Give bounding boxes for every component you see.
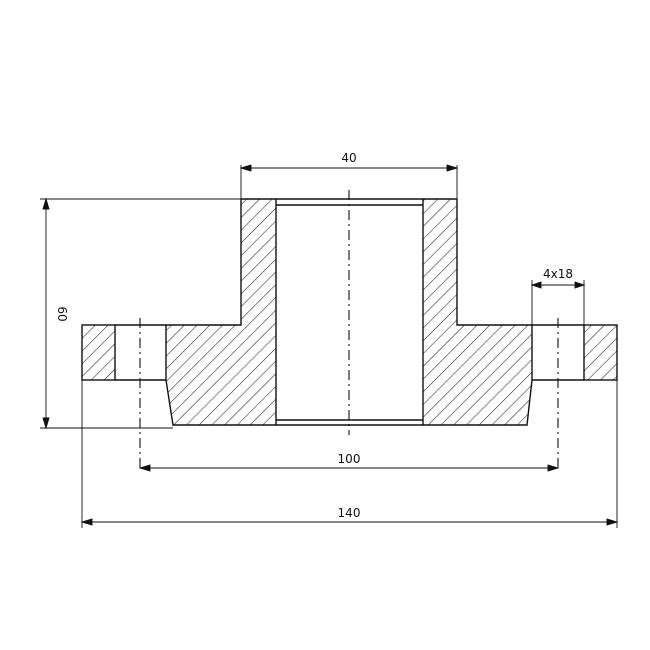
dim-hole-spacing: 100 [338,452,361,466]
right-hub-section [422,198,533,426]
center-lines [139,190,559,470]
right-flange-outer [583,324,618,381]
dim-overall-width: 140 [338,506,361,520]
dim-height: 60 [55,306,69,321]
left-flange-outer [81,324,116,381]
dim-holes: 4x18 [543,267,573,281]
section-hatching [81,198,618,426]
dimension-lines [42,164,619,526]
extension-lines [40,165,618,528]
left-hub-section [165,198,277,426]
dim-bore-width: 40 [341,151,356,165]
